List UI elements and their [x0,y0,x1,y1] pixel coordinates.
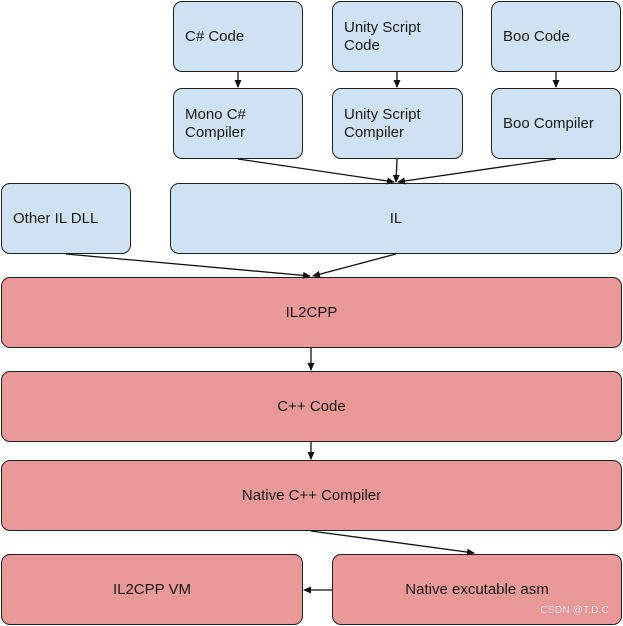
native-cpp-compiler-node: Native C++ Compiler [1,460,622,531]
boo-code-node: Boo Code [491,1,621,72]
il2cpp-vm-label: IL2CPP VM [112,580,192,598]
csharp-code-node: C# Code [173,1,303,72]
il2cpp-vm-node: IL2CPP VM [1,554,303,625]
native-cpp-compiler-label: Native C++ Compiler [241,486,382,504]
arrow-boo-compiler-to-il [397,158,557,185]
il2cpp-node: IL2CPP [1,277,622,348]
other-il-dll-node: Other IL DLL [1,183,131,254]
unity-script-code-label: Unity Script Code [344,18,421,54]
unity-script-code-node: Unity Script Code [332,1,463,72]
boo-compiler-label: Boo Compiler [503,114,594,132]
other-il-dll-label: Other IL DLL [13,209,99,227]
cpp-code-label: C++ Code [277,397,346,415]
arrow-unityscript-compiler-to-il [392,158,400,183]
unity-script-compiler-label: Unity Script Compiler [344,105,421,141]
csdn-watermark: CSDN @T.D.C [540,605,609,616]
mono-csharp-compiler-node: Mono C# Compiler [173,88,303,159]
arrow-mono-to-il [237,158,395,185]
arrow-native-compiler-to-asm [310,530,475,556]
arrow-il-to-il2cpp [312,253,397,278]
csharp-code-label: C# Code [185,27,245,45]
il-node: IL [170,183,622,254]
boo-code-label: Boo Code [503,27,570,45]
il2cpp-label: IL2CPP [285,303,338,321]
native-executable-asm-label: Native excutable asm [405,580,549,598]
native-executable-asm-node: Native excutable asm [332,554,622,625]
mono-csharp-compiler-label: Mono C# Compiler [185,105,246,141]
arrow-other-il-dll-to-il2cpp [65,253,311,279]
il-label: IL [389,209,403,227]
unity-script-compiler-node: Unity Script Compiler [332,88,463,159]
boo-compiler-node: Boo Compiler [491,88,621,159]
cpp-code-node: C++ Code [1,371,622,442]
